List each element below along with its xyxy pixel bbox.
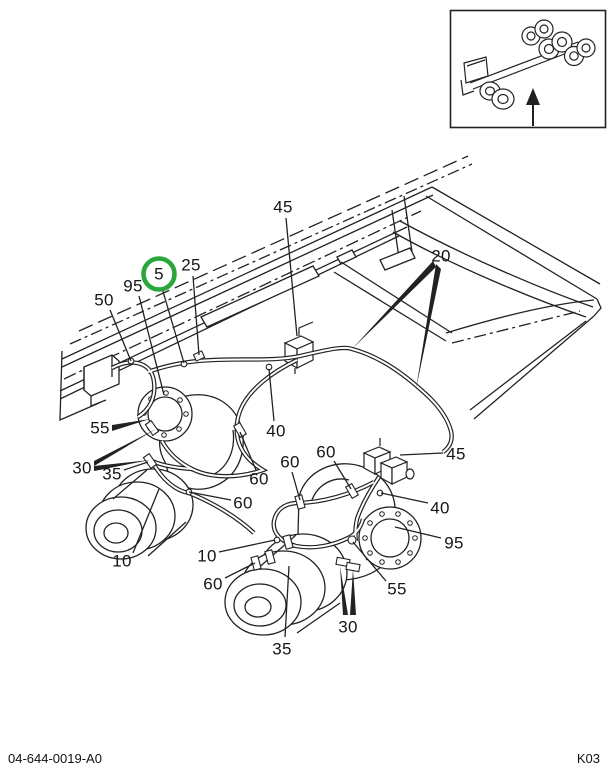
page-code: K03 xyxy=(576,751,600,766)
callout-20[interactable]: 20 xyxy=(431,246,451,266)
wheel-icons xyxy=(479,19,596,110)
callout-10-front[interactable]: 10 xyxy=(112,551,132,571)
callout-60-5[interactable]: 60 xyxy=(203,574,223,594)
callout-60-3[interactable]: 60 xyxy=(280,452,300,472)
callout-25[interactable]: 25 xyxy=(181,255,201,275)
callout-60-4[interactable]: 60 xyxy=(316,442,336,462)
callout-55-front[interactable]: 55 xyxy=(90,418,110,438)
callout-50[interactable]: 50 xyxy=(94,290,114,310)
relay-valve-rear xyxy=(362,438,415,486)
inset-thumbnail[interactable] xyxy=(449,9,607,129)
callout-60-1[interactable]: 60 xyxy=(233,493,253,513)
callout-35-front[interactable]: 35 xyxy=(102,464,122,484)
front-axle-assembly xyxy=(85,386,244,560)
rear-axle-assembly xyxy=(224,463,422,636)
callout-45-front[interactable]: 45 xyxy=(273,197,293,217)
leader-lines xyxy=(94,217,444,638)
callout-95-front[interactable]: 95 xyxy=(123,276,143,296)
callout-40-mid[interactable]: 40 xyxy=(266,421,286,441)
frame-rails xyxy=(59,155,602,422)
callout-45-rear[interactable]: 45 xyxy=(446,444,466,464)
highlight-ring xyxy=(141,256,177,292)
callout-30-front[interactable]: 30 xyxy=(72,458,92,478)
callout-60-2[interactable]: 60 xyxy=(249,469,269,489)
up-arrow-icon xyxy=(526,88,540,126)
document-number: 04-644-0019-A0 xyxy=(8,751,102,766)
callout-40-rear[interactable]: 40 xyxy=(430,498,450,518)
callout-5-highlighted[interactable]: 5 xyxy=(154,264,164,284)
callout-95-rear[interactable]: 95 xyxy=(444,533,464,553)
callout-55-rear[interactable]: 55 xyxy=(387,579,407,599)
callout-10-rear[interactable]: 10 xyxy=(197,546,217,566)
callout-30-rear[interactable]: 30 xyxy=(338,617,358,637)
callout-35-rear[interactable]: 35 xyxy=(272,639,292,659)
